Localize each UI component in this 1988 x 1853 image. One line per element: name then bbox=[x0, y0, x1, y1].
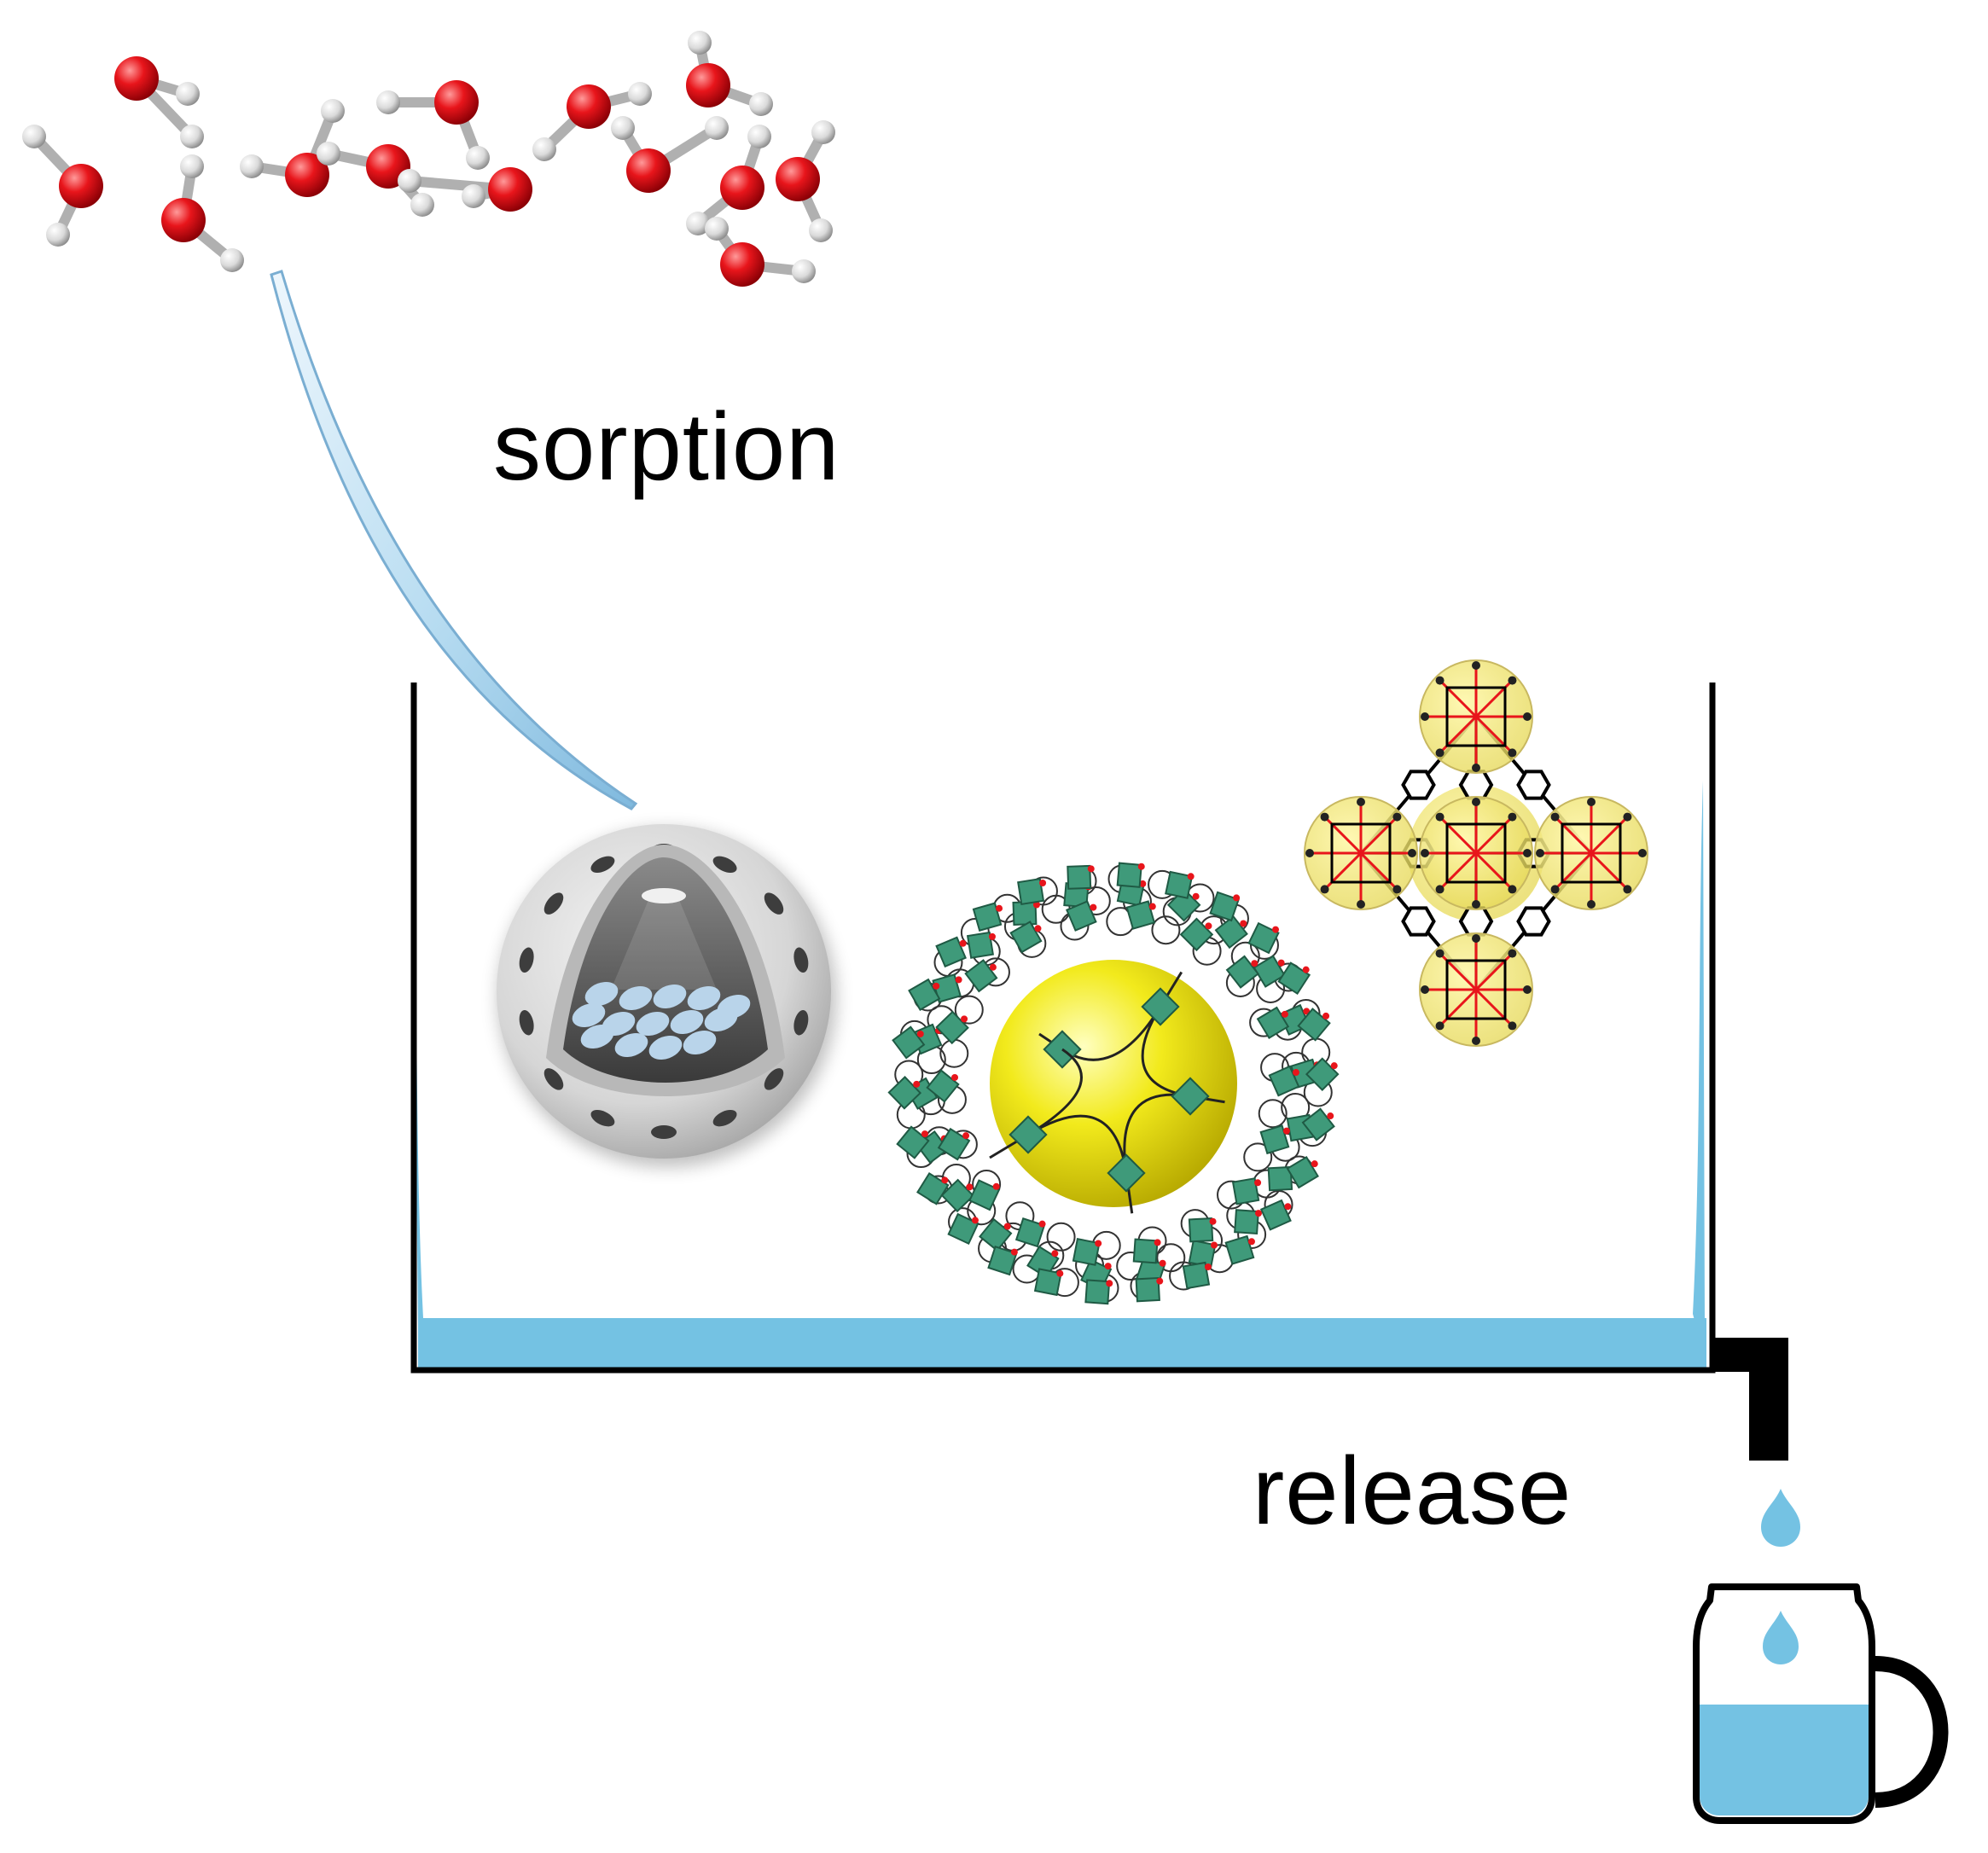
sorption-arrow bbox=[270, 270, 638, 810]
mug-icon bbox=[1693, 1583, 1949, 1824]
mof-cage-icon bbox=[887, 862, 1340, 1305]
cross-framework-icon bbox=[1304, 659, 1648, 1047]
outlet-pipe bbox=[1711, 1338, 1788, 1461]
water-molecule-icon bbox=[22, 31, 835, 287]
container-water bbox=[412, 781, 1706, 1368]
porous-sphere-icon bbox=[497, 824, 836, 1167]
container-outline bbox=[410, 683, 1716, 1374]
water-droplet-icon bbox=[1761, 1489, 1800, 1547]
sorption-label: sorption bbox=[493, 393, 840, 500]
release-label: release bbox=[1253, 1438, 1572, 1544]
